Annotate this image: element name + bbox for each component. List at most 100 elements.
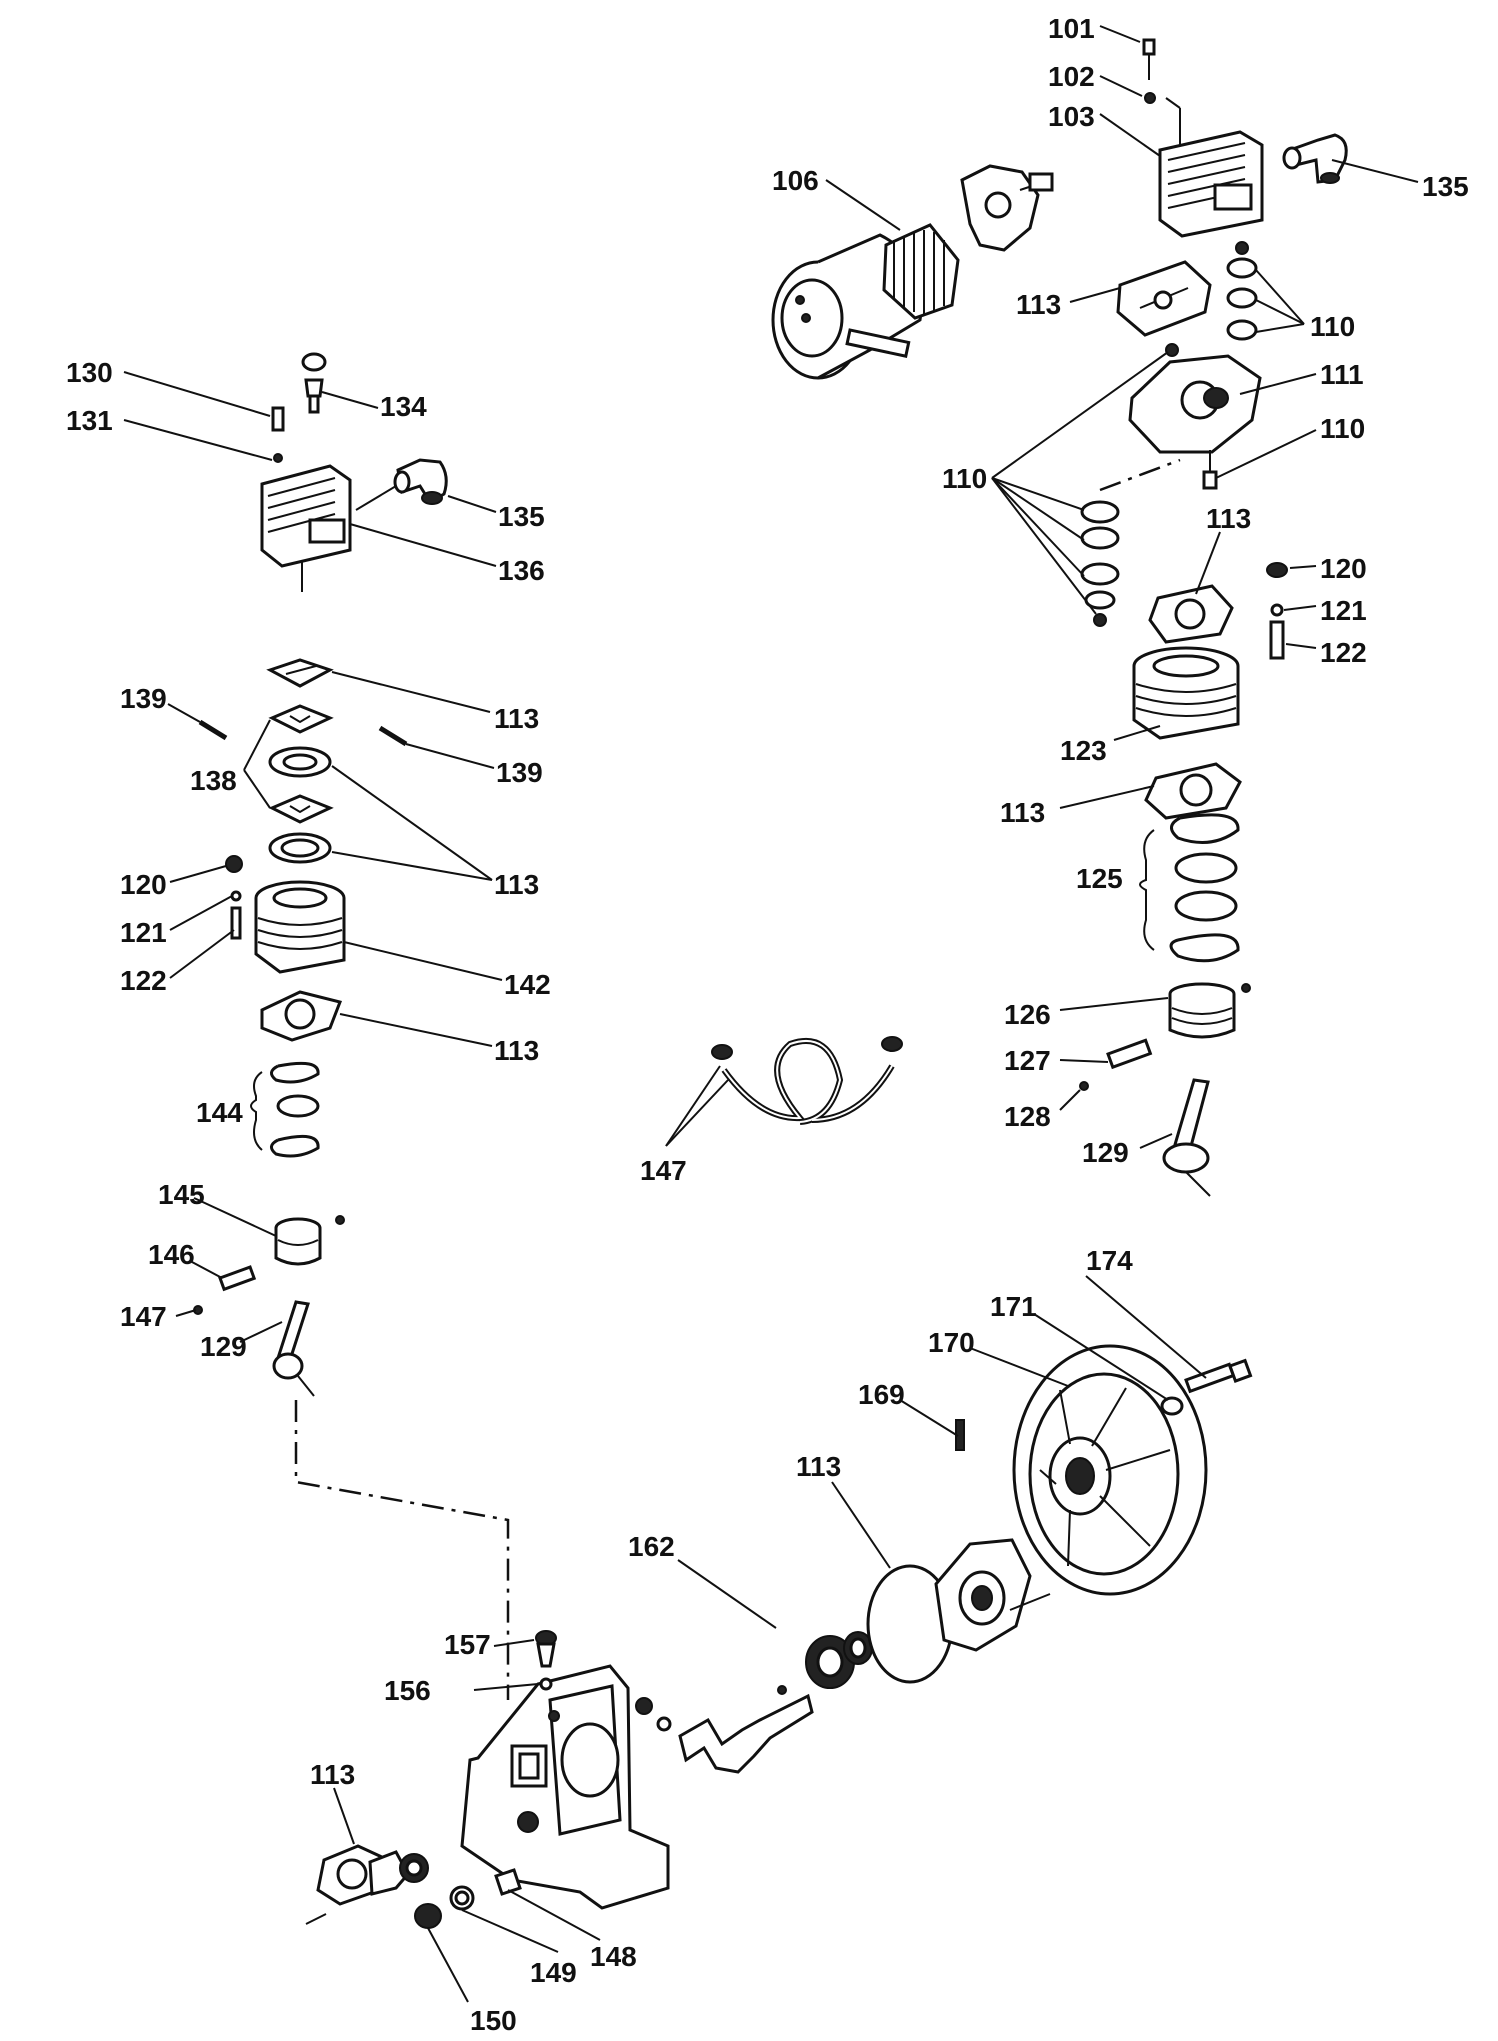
label-110-right: 110 [1320, 413, 1365, 444]
part-139-pin-right [378, 725, 408, 747]
part-171-washer [1160, 1396, 1184, 1416]
label-113-top: 113 [1016, 289, 1061, 320]
label-120-left: 120 [120, 869, 167, 900]
label-101: 101 [1048, 13, 1095, 44]
assembly-leader-line [294, 1400, 510, 1700]
part-136-cylinder-head [260, 464, 352, 592]
bearing-housing [934, 1538, 1051, 1652]
label-147-left: 147 [120, 1301, 167, 1332]
label-126: 126 [1004, 999, 1051, 1030]
part-126-piston [1168, 982, 1251, 1039]
label-106: 106 [772, 165, 819, 196]
label-142: 142 [504, 969, 551, 1000]
label-123: 123 [1060, 735, 1107, 766]
label-136: 136 [498, 555, 545, 586]
label-144: 144 [196, 1097, 243, 1128]
part-131-washer [273, 453, 283, 463]
label-125: 125 [1076, 863, 1123, 894]
part-125-piston-rings [1169, 813, 1240, 963]
label-103: 103 [1048, 101, 1095, 132]
part-146-wrist-pin [218, 1265, 257, 1292]
part-130-bolt [271, 406, 285, 432]
label-135-left: 135 [498, 501, 545, 532]
part-102-washer [1144, 92, 1156, 104]
label-139-left: 139 [120, 683, 167, 714]
label-169: 169 [858, 1379, 905, 1410]
label-156: 156 [384, 1675, 431, 1706]
label-129-left: 129 [200, 1331, 247, 1362]
label-150: 150 [470, 2005, 517, 2036]
label-122-left: 122 [120, 965, 167, 996]
part-147-tube-assembly [711, 1036, 903, 1125]
label-127: 127 [1004, 1045, 1051, 1076]
part-113-gasket-top [1116, 260, 1212, 337]
crankcase-body [460, 1664, 670, 1910]
part-174-bolt [1184, 1358, 1253, 1394]
part-156-o-ring [539, 1677, 553, 1691]
label-146: 146 [148, 1239, 195, 1270]
label-120-right: 120 [1320, 553, 1367, 584]
label-121-right: 121 [1320, 595, 1367, 626]
label-135-top: 135 [1422, 171, 1469, 202]
part-157-oil-fill-cap [535, 1630, 557, 1668]
part-110-valve-washers [1226, 241, 1258, 341]
valve-plate-studs [960, 164, 1054, 252]
label-111: 111 [1320, 359, 1364, 390]
part-113-138-valve-stack [266, 658, 334, 864]
label-157: 157 [444, 1629, 491, 1660]
crank-bearings [805, 1631, 873, 1689]
label-149: 149 [530, 1957, 577, 1988]
left-head-assembly [193, 352, 510, 1700]
part-135-elbow-left [355, 458, 448, 511]
label-147-tube: 147 [640, 1155, 687, 1186]
crankcase-assembly [305, 1344, 1253, 1929]
part-142-cylinder [254, 880, 346, 974]
label-128: 128 [1004, 1101, 1051, 1132]
label-174: 174 [1086, 1245, 1133, 1276]
label-129-right: 129 [1082, 1137, 1129, 1168]
part-labels: 101 102 103 106 135 113 110 111 110 110 … [66, 13, 1469, 2036]
label-130: 130 [66, 357, 113, 388]
part-103-head-cover [1158, 130, 1264, 238]
part-106-filter [771, 223, 960, 380]
label-148: 148 [590, 1941, 637, 1972]
label-162: 162 [628, 1531, 675, 1562]
part-170-flywheel [1012, 1344, 1208, 1596]
side-cover-bolt [305, 1913, 327, 1925]
part-127-wrist-pin [1106, 1038, 1153, 1070]
part-129-connecting-rod [1162, 1078, 1211, 1197]
part-134-plug [301, 352, 327, 414]
part-111-valve-body [1128, 343, 1262, 490]
part-139-pin-left [198, 719, 228, 741]
part-162-crankshaft [635, 1685, 814, 1774]
label-170: 170 [928, 1327, 975, 1358]
right-head-assembly [771, 38, 1348, 1197]
label-113-left-base: 113 [494, 1035, 539, 1066]
label-122-right: 122 [1320, 637, 1367, 668]
label-113-side: 113 [310, 1759, 355, 1790]
label-138: 138 [190, 765, 237, 796]
label-113-stack-bottom: 113 [494, 869, 539, 900]
label-113-bearing: 113 [796, 1451, 841, 1482]
label-131: 131 [66, 405, 113, 436]
label-113-stack-top: 113 [494, 703, 539, 734]
part-113-side-cover [316, 1844, 410, 1906]
label-134: 134 [380, 391, 427, 422]
part-135-elbow [1282, 133, 1348, 184]
part-128-clip [1079, 1081, 1089, 1091]
label-121-left: 121 [120, 917, 167, 948]
label-110-top: 110 [1310, 311, 1355, 342]
part-101-bolt [1142, 38, 1156, 80]
part-120-122-stud-nut [1266, 562, 1288, 660]
label-145: 145 [158, 1179, 205, 1210]
label-171: 171 [990, 1291, 1037, 1322]
label-110-left: 110 [942, 463, 987, 494]
part-144-piston-rings [270, 1061, 320, 1158]
label-113-cyl-base: 113 [1000, 797, 1045, 828]
part-145-piston [274, 1215, 345, 1266]
label-113-cyl-top: 113 [1206, 503, 1251, 534]
leader-lines [123, 25, 1419, 2003]
label-139-right: 139 [496, 757, 543, 788]
label-102: 102 [1048, 61, 1095, 92]
